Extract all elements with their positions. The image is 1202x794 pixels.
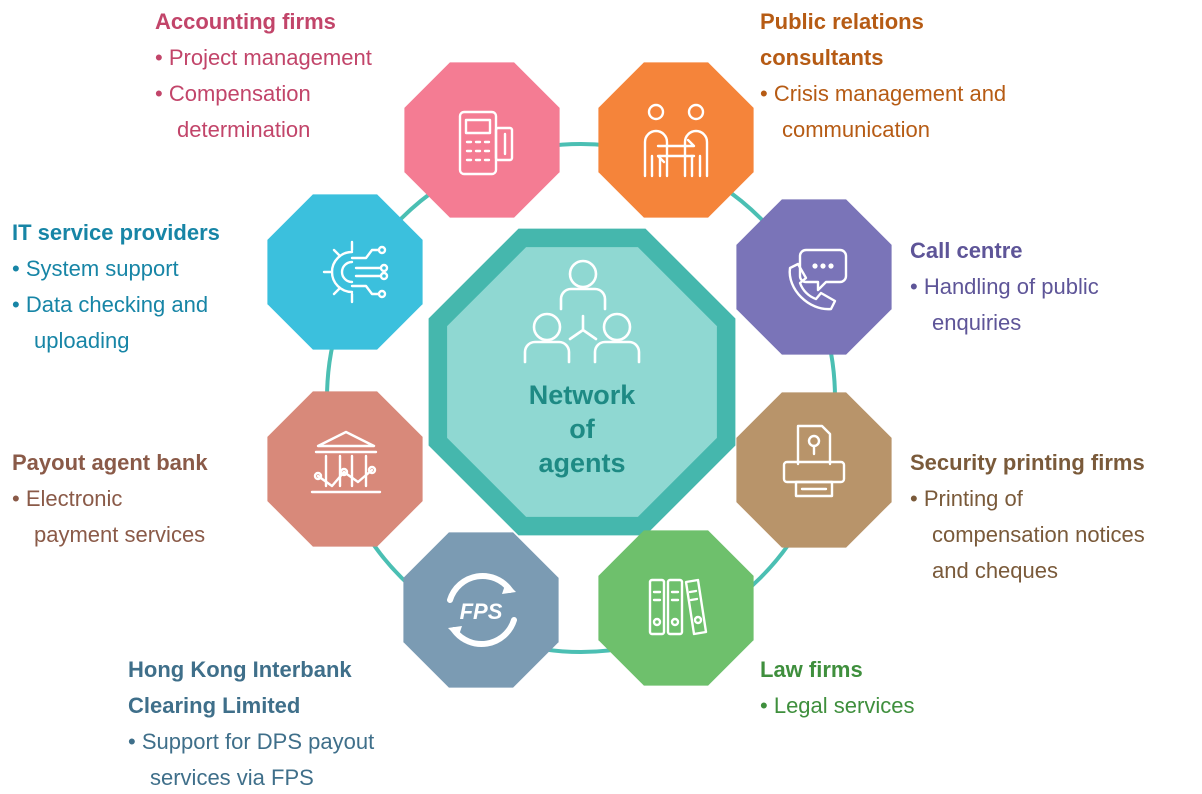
pos-terminal-icon: [458, 110, 514, 176]
agent-bullet-continuation: compensation notices: [932, 522, 1145, 547]
agent-title: Public relations consultants: [760, 4, 1006, 76]
agent-bullet: System support: [12, 251, 220, 287]
agent-bullet: Printing of: [910, 481, 1145, 517]
label-security-printing: Security printing firmsPrinting of compen…: [910, 445, 1145, 589]
agent-payout-bank-node: [267, 391, 423, 547]
people-network-icon: [523, 259, 641, 364]
octagon-law-firms: [598, 530, 754, 686]
agent-bullet-continuation: uploading: [34, 328, 130, 353]
agent-bullet: Support for DPS payout: [128, 724, 374, 760]
exchange-people-icon: [643, 103, 709, 178]
octagon-accounting: [404, 62, 560, 218]
octagon-it-service: [267, 194, 423, 350]
label-accounting: Accounting firmsProject managementCompen…: [155, 4, 372, 148]
agent-bullet: Crisis management and: [760, 76, 1006, 112]
agent-title-line: Payout agent bank: [12, 450, 208, 475]
octagon-call-centre: [736, 199, 892, 355]
agent-bullet-continuation: communication: [782, 117, 930, 142]
center-title-line-2: of: [569, 414, 595, 444]
agent-title: Accounting firms: [155, 4, 372, 40]
agent-title-line: Call centre: [910, 238, 1023, 263]
agent-call-centre-node: [736, 199, 892, 355]
agent-title-line: Security printing firms: [910, 450, 1145, 475]
fps-icon: FPS: [447, 573, 517, 647]
label-public-relations: Public relations consultantsCrisis manage…: [760, 4, 1006, 148]
agent-bullet: Electronic: [12, 481, 208, 517]
label-law-firms: Law firmsLegal services: [760, 652, 914, 724]
agent-law-firms-node: [598, 530, 754, 686]
agent-it-service-node: [267, 194, 423, 350]
agent-title: Payout agent bank: [12, 445, 208, 481]
center-title-line-1: Network: [529, 380, 637, 410]
agent-bullet: Legal services: [760, 688, 915, 724]
fps-label: FPS: [460, 599, 503, 624]
agent-title-line: Public relations: [760, 9, 924, 34]
bank-chart-icon: [310, 430, 382, 494]
agent-accounting-node: [404, 62, 560, 218]
center-title-line-3: agents: [538, 448, 625, 478]
agent-bullet-continuation: and cheques: [932, 558, 1058, 583]
agent-title: Law firms: [760, 652, 914, 688]
agent-bullet-continuation: payment services: [34, 522, 206, 547]
agent-title-line: Law firms: [760, 657, 863, 682]
agent-bullet: Handling of public: [910, 269, 1099, 305]
agent-title-line: Hong Kong Interbank: [128, 657, 352, 682]
octagon-security-printing: [736, 392, 892, 548]
agent-title-line: IT service providers: [12, 220, 220, 245]
agent-security-printing-node: [736, 392, 892, 548]
agent-public-relations-node: [598, 62, 754, 218]
agent-title-line: consultants: [760, 45, 884, 70]
agent-bullet-continuation: services via FPS: [150, 765, 314, 790]
octagon-hkicl: [403, 532, 559, 688]
label-payout-bank: Payout agent bankElectronic payment servi…: [12, 445, 208, 553]
label-call-centre: Call centreHandling of public enquiries: [910, 233, 1099, 341]
agent-title: Call centre: [910, 233, 1099, 269]
printer-icon: [782, 424, 846, 498]
label-it-service: IT service providersSystem supportData c…: [12, 215, 220, 359]
phone-chat-icon: [788, 248, 848, 311]
agent-title-line: Accounting firms: [155, 9, 336, 34]
agent-bullet: Project management: [155, 40, 372, 76]
agent-hkicl-node: FPS: [403, 532, 559, 688]
agent-title: IT service providers: [12, 215, 220, 251]
agent-title: Security printing firms: [910, 445, 1145, 481]
gear-circuit-icon: [322, 240, 389, 304]
octagon-public-relations: [598, 62, 754, 218]
agent-bullet: Data checking and: [12, 287, 220, 323]
agent-bullet: Compensation: [155, 76, 372, 112]
agent-bullet-continuation: enquiries: [932, 310, 1022, 335]
agent-title-line: Clearing Limited: [128, 693, 301, 718]
center-octagon-inner: [447, 247, 717, 517]
binders-icon: [648, 578, 708, 636]
agent-bullet-continuation: determination: [177, 117, 311, 142]
